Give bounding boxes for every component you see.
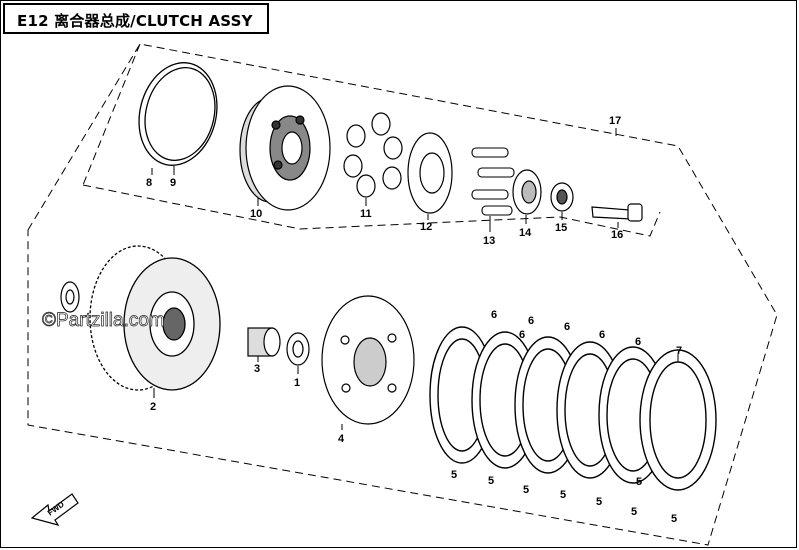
sleeve-3 <box>247 327 281 357</box>
callout-6f: 6 <box>519 329 525 341</box>
callout-10: 10 <box>250 208 262 220</box>
callout-5g: 5 <box>671 513 677 525</box>
bearing-15 <box>550 182 574 212</box>
group-outline-left <box>82 43 141 186</box>
callout-6d: 6 <box>599 329 605 341</box>
callout-5c: 5 <box>523 484 529 496</box>
bearing-14 <box>512 169 542 215</box>
callout-12: 12 <box>420 221 432 233</box>
leader-lines <box>151 128 679 430</box>
callout-6c: 6 <box>564 321 570 333</box>
title-box: E12 离合器总成/CLUTCH ASSY <box>3 3 269 34</box>
callout-3: 3 <box>254 363 260 375</box>
callout-7: 7 <box>676 345 682 357</box>
callout-6e: 6 <box>635 336 641 348</box>
callout-5a: 5 <box>451 469 457 481</box>
callout-5b: 5 <box>488 475 494 487</box>
assembly-outline-dashed <box>27 43 778 546</box>
callout-5f: 5 <box>631 506 637 518</box>
clutch-springs-11 <box>343 112 403 198</box>
clutch-hub-10 <box>239 85 331 211</box>
callout-17: 17 <box>609 115 621 127</box>
callout-5d: 5 <box>560 489 566 501</box>
callout-9: 9 <box>170 177 176 189</box>
diagram-title: E12 离合器总成/CLUTCH ASSY <box>17 12 253 30</box>
callout-11: 11 <box>360 208 372 220</box>
upper-group-outline <box>82 184 661 237</box>
callout-5e: 5 <box>596 496 602 508</box>
washer <box>60 281 80 313</box>
clutch-plates-5-6-7 <box>429 326 717 491</box>
callout-16: 16 <box>611 229 623 241</box>
bolts-13 <box>471 147 515 216</box>
callouts: 8 9 10 11 12 13 14 15 16 17 2 3 1 4 7 6 … <box>146 115 682 525</box>
callout-13: 13 <box>483 235 495 247</box>
callout-5h: 5 <box>636 476 642 488</box>
push-rod-16 <box>591 203 643 222</box>
washer-1 <box>286 332 310 366</box>
clutch-basket-2 <box>89 245 221 391</box>
callout-6a: 6 <box>491 309 497 321</box>
watermark-text: ©Partzilla.com <box>42 310 165 331</box>
fwd-arrow-icon: FWD <box>30 493 79 526</box>
retaining-rings-8-9 <box>138 62 218 166</box>
callout-6b: 6 <box>528 315 534 327</box>
callout-4: 4 <box>338 433 345 445</box>
callout-8: 8 <box>146 177 152 189</box>
callout-15: 15 <box>555 222 567 234</box>
pressure-disc-4 <box>321 295 415 425</box>
pressure-plate-12 <box>407 132 453 214</box>
callout-2: 2 <box>150 401 156 413</box>
callout-1: 1 <box>294 377 300 389</box>
callout-14: 14 <box>519 227 532 239</box>
